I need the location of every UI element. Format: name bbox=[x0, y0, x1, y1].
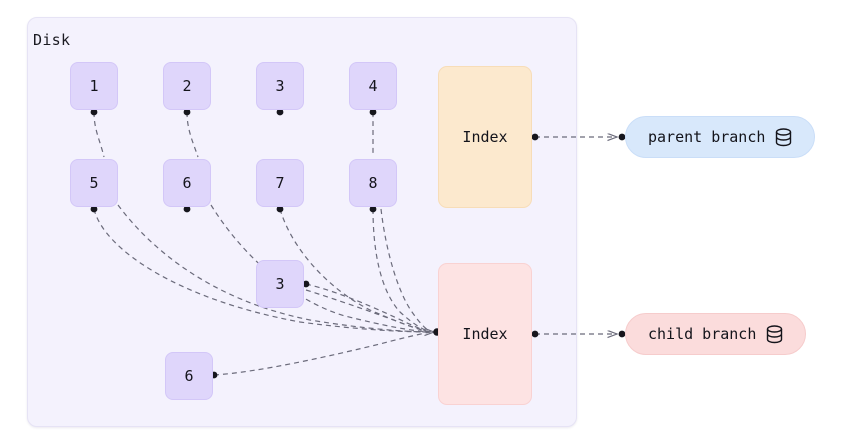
data-node-9[interactable]: 3 bbox=[256, 260, 304, 308]
index-box-child[interactable]: Index bbox=[438, 263, 532, 405]
data-node-4[interactable]: 4 bbox=[349, 62, 397, 110]
data-node-2[interactable]: 2 bbox=[163, 62, 211, 110]
disk-label: Disk bbox=[33, 31, 71, 49]
parent-branch-label: parent branch bbox=[648, 128, 766, 146]
index-box-parent[interactable]: Index bbox=[438, 66, 532, 208]
data-node-10[interactable]: 6 bbox=[165, 352, 213, 400]
data-node-6[interactable]: 6 bbox=[163, 159, 211, 207]
database-icon bbox=[766, 324, 783, 344]
child-branch-label: child branch bbox=[648, 325, 757, 343]
database-icon bbox=[775, 127, 792, 147]
data-node-7[interactable]: 7 bbox=[256, 159, 304, 207]
data-node-8[interactable]: 8 bbox=[349, 159, 397, 207]
data-node-5[interactable]: 5 bbox=[70, 159, 118, 207]
child-branch-pill[interactable]: child branch bbox=[625, 313, 807, 355]
data-node-3[interactable]: 3 bbox=[256, 62, 304, 110]
data-node-1[interactable]: 1 bbox=[70, 62, 118, 110]
parent-branch-pill[interactable]: parent branch bbox=[625, 116, 816, 158]
